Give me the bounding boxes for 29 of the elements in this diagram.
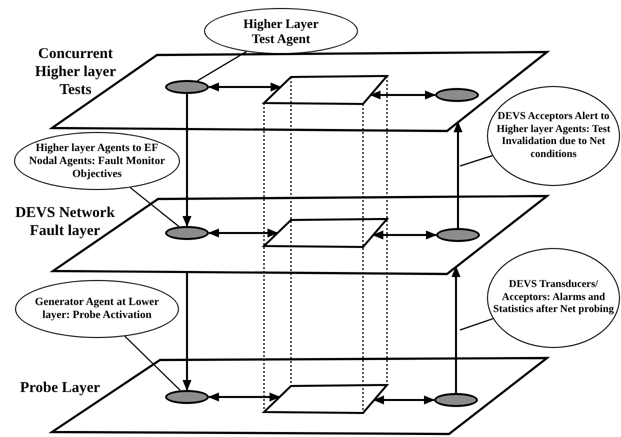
agent-ellipse [435, 88, 479, 102]
double-arrow [373, 396, 435, 404]
callout-text: DEVS Acceptors Alert to Higher layer Agents: Test Invalidation due to Net conditions [496, 111, 612, 161]
arrow [182, 272, 192, 391]
double-arrow [370, 90, 436, 100]
leader-line [130, 187, 180, 227]
arrow [454, 121, 462, 228]
double-arrow [208, 392, 281, 402]
double-arrow [372, 230, 437, 240]
layer-heading: Probe Layer [18, 379, 102, 397]
agent-ellipse [434, 393, 478, 407]
leader-line [197, 51, 247, 82]
layer-heading: DEVS Network Fault layer [14, 204, 116, 240]
callout-text: DEVS Transducers/ Acceptors: Alarms and Statistics after Net probing [492, 279, 615, 317]
agent-ellipse [165, 390, 209, 404]
callout-text: Higher layer Agents to EF Nodal Agents: Fault Monitor Objectives [28, 142, 166, 180]
agent-ellipse [165, 80, 209, 94]
callout-text: Higher Layer Test Agent [242, 16, 320, 46]
double-arrow [208, 228, 278, 238]
arrow [182, 94, 192, 227]
double-arrow [208, 82, 282, 92]
agent-ellipse [436, 228, 480, 242]
agent-ellipse [165, 226, 209, 240]
arrow [452, 266, 460, 393]
callout-text: Generator Agent at Lower layer: Probe Activation [34, 296, 160, 322]
leader-line [460, 318, 494, 331]
leader-line [460, 155, 493, 167]
leader-line [124, 336, 181, 391]
layer-heading: Concurrent Higher layer Tests [34, 45, 117, 99]
